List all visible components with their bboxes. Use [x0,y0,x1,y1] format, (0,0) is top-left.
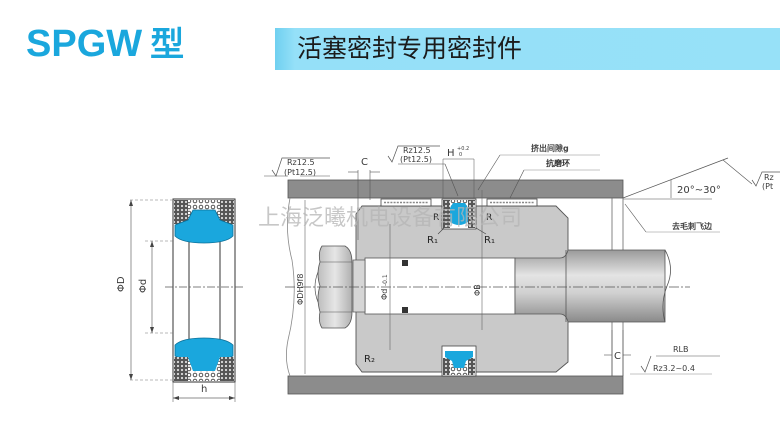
dim-bore: ΦDH9f8 [296,274,305,305]
roughness-right-pt: (Pt [762,182,773,191]
wear-ring-right [486,198,538,207]
model-suffix: 型 [150,25,185,65]
groove-width-h: H [447,148,455,159]
label-deburr: 去毛刺飞边 [672,221,713,231]
dim-outer-diameter: ΦD [116,276,127,292]
roughness-left-rz: Rz12.5 [287,158,315,167]
groove-tol-upper: +0.2 [457,146,469,152]
dim-groove: Φd [380,289,389,300]
groove-tol-lower: 0 [459,152,462,158]
subtitle: 活塞密封专用密封件 [297,34,523,63]
piston-rod [514,249,666,323]
wear-ring-left [380,198,432,207]
seal-section-view: ΦD Φd h [116,198,245,402]
radius-r1-right: R₁ [484,235,495,246]
roughness-bottom-value: Rz3.2~0.4 [653,364,695,373]
cylinder-wall-top [287,179,624,199]
label-extrusion-gap: 挤出间隙g [531,143,569,153]
cylinder-wall-bottom [287,375,624,395]
radius-r1-left: R₁ [427,235,438,246]
seal-top [450,203,468,225]
seal-bottom [445,351,473,368]
radius-r2: R₂ [364,354,375,365]
watermark: 上海泛曦机电设备有限公司 [258,206,522,231]
dim-width: h [201,384,207,395]
model-code: SPGW [26,23,143,65]
chamfer-c-bottom: C [614,351,621,362]
washer [352,259,366,313]
seal-lip-top [174,209,234,244]
dim-inner-diameter: Φd [138,279,149,293]
roughness-mid-rz: Rz12.5 [403,146,431,155]
label-wear-ring: 抗磨环 [546,158,570,168]
roughness-mid-pt: (Pt12.5) [400,155,432,164]
seal-outline [172,198,236,383]
roughness-right-rz: Rz [764,173,774,182]
assembly-view: ΦDH9f8 Φd -0.1 ΦB R R R₁ R₁ R₂ Rz12.5 (P… [264,143,780,395]
roughness-left-pt: (Pt12.5) [284,168,316,177]
dim-groove-tol: -0.1 [382,274,389,286]
chamfer-c-top: C [361,157,368,168]
radius-r-right: R [486,213,492,223]
chamfer-angle: 20°~30° [677,185,721,196]
dim-piston: ΦB [473,284,482,296]
subtitle-bar: 活塞密封专用密封件 [275,28,780,70]
radius-r-left: R [433,213,439,223]
roughness-bottom-label: RLB [673,345,689,354]
